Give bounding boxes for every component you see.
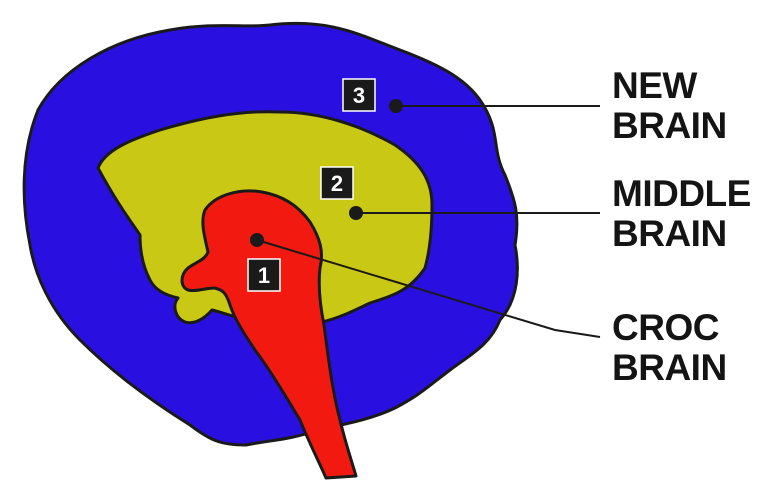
svg-text:1: 1	[258, 263, 270, 288]
croc-brain-label-line1: CROC	[612, 307, 719, 348]
croc-brain-label-line2: BRAIN	[612, 347, 727, 388]
middle-brain-number-badge: 2	[320, 166, 354, 200]
middle-brain-marker-dot	[349, 206, 363, 220]
svg-text:2: 2	[331, 171, 343, 196]
svg-text:3: 3	[353, 83, 365, 108]
new-brain-number-badge: 3	[342, 78, 376, 112]
croc-brain-leader-line	[256, 239, 601, 338]
new-brain-label: NEW BRAIN	[612, 65, 727, 146]
middle-brain-label: MIDDLE BRAIN	[612, 173, 751, 254]
new-brain-label-line2: BRAIN	[612, 105, 727, 146]
croc-brain-marker-dot	[250, 233, 264, 247]
croc-brain-number-badge: 1	[247, 258, 281, 292]
croc-brain-region	[180, 189, 358, 480]
middle-brain-label-line2: BRAIN	[612, 213, 727, 254]
new-brain-marker-dot	[389, 99, 403, 113]
new-brain-label-line1: NEW	[612, 65, 697, 106]
croc-brain-label: CROC BRAIN	[612, 307, 727, 388]
middle-brain-label-line1: MIDDLE	[612, 173, 751, 214]
